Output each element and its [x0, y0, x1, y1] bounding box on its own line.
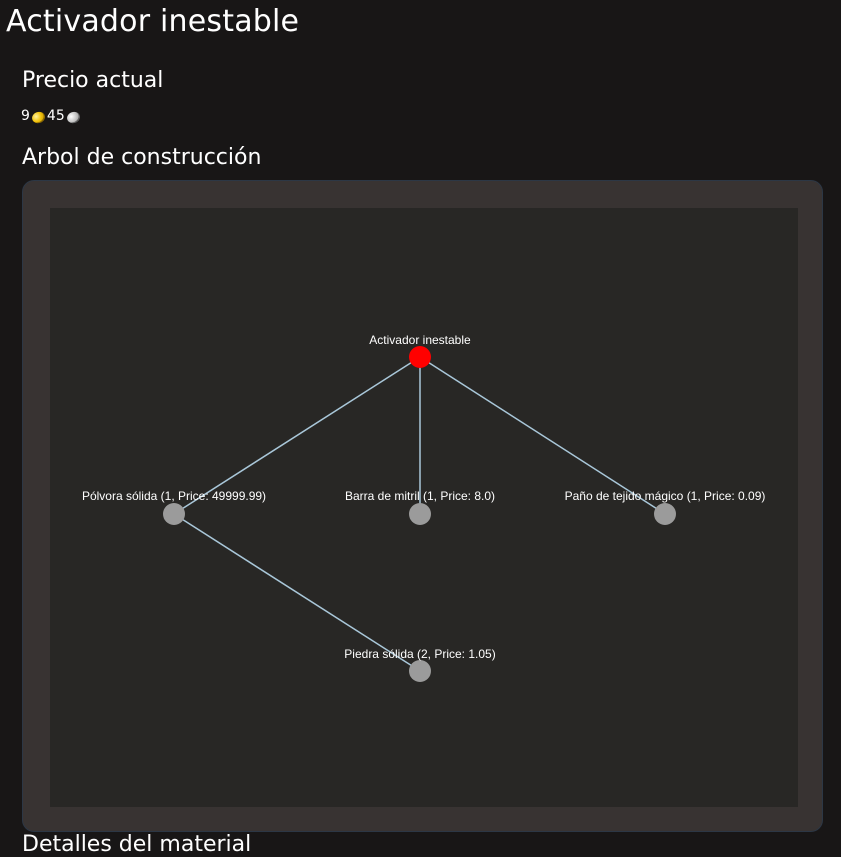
node-label-pano: Paño de tejido mágico (1, Price: 0.09) — [565, 489, 766, 503]
build-tree-panel: Activador inestable Pólvora sólida (1, P… — [22, 180, 823, 832]
gold-amount: 9 — [21, 108, 30, 124]
tree-node-pano[interactable]: Paño de tejido mágico (1, Price: 0.09) — [565, 489, 766, 525]
build-tree-heading: Arbol de construcción — [22, 145, 262, 170]
node-label-piedra: Piedra sólida (2, Price: 1.05) — [344, 647, 495, 661]
tree-node-activador[interactable]: Activador inestable — [369, 333, 471, 368]
edge-root-to-polvora — [173, 356, 421, 515]
node-label-polvora: Pólvora sólida (1, Price: 49999.99) — [82, 489, 266, 503]
node-circle-activador[interactable] — [409, 346, 431, 368]
node-label-activador: Activador inestable — [369, 333, 471, 347]
build-tree-canvas[interactable]: Activador inestable Pólvora sólida (1, P… — [50, 208, 798, 807]
silver-coin-icon — [65, 110, 82, 125]
page-title: Activador inestable — [6, 4, 300, 39]
edge-polvora-to-piedra — [173, 513, 421, 672]
node-circle-piedra[interactable] — [409, 660, 431, 682]
build-tree-graph[interactable]: Activador inestable Pólvora sólida (1, P… — [50, 208, 798, 807]
tree-node-mitril[interactable]: Barra de mitril (1, Price: 8.0) — [345, 489, 495, 525]
node-label-mitril: Barra de mitril (1, Price: 8.0) — [345, 489, 495, 503]
tree-node-piedra[interactable]: Piedra sólida (2, Price: 1.05) — [344, 647, 496, 682]
price-display: 9 45 — [21, 106, 82, 126]
tree-node-polvora[interactable]: Pólvora sólida (1, Price: 49999.99) — [82, 489, 266, 525]
edge-root-to-pano — [419, 356, 666, 515]
node-circle-polvora[interactable] — [163, 503, 185, 525]
node-circle-mitril[interactable] — [409, 503, 431, 525]
node-circle-pano[interactable] — [654, 503, 676, 525]
silver-amount: 45 — [46, 108, 65, 124]
material-details-heading: Detalles del material — [22, 832, 252, 857]
gold-coin-icon — [30, 110, 47, 125]
current-price-heading: Precio actual — [22, 68, 164, 93]
